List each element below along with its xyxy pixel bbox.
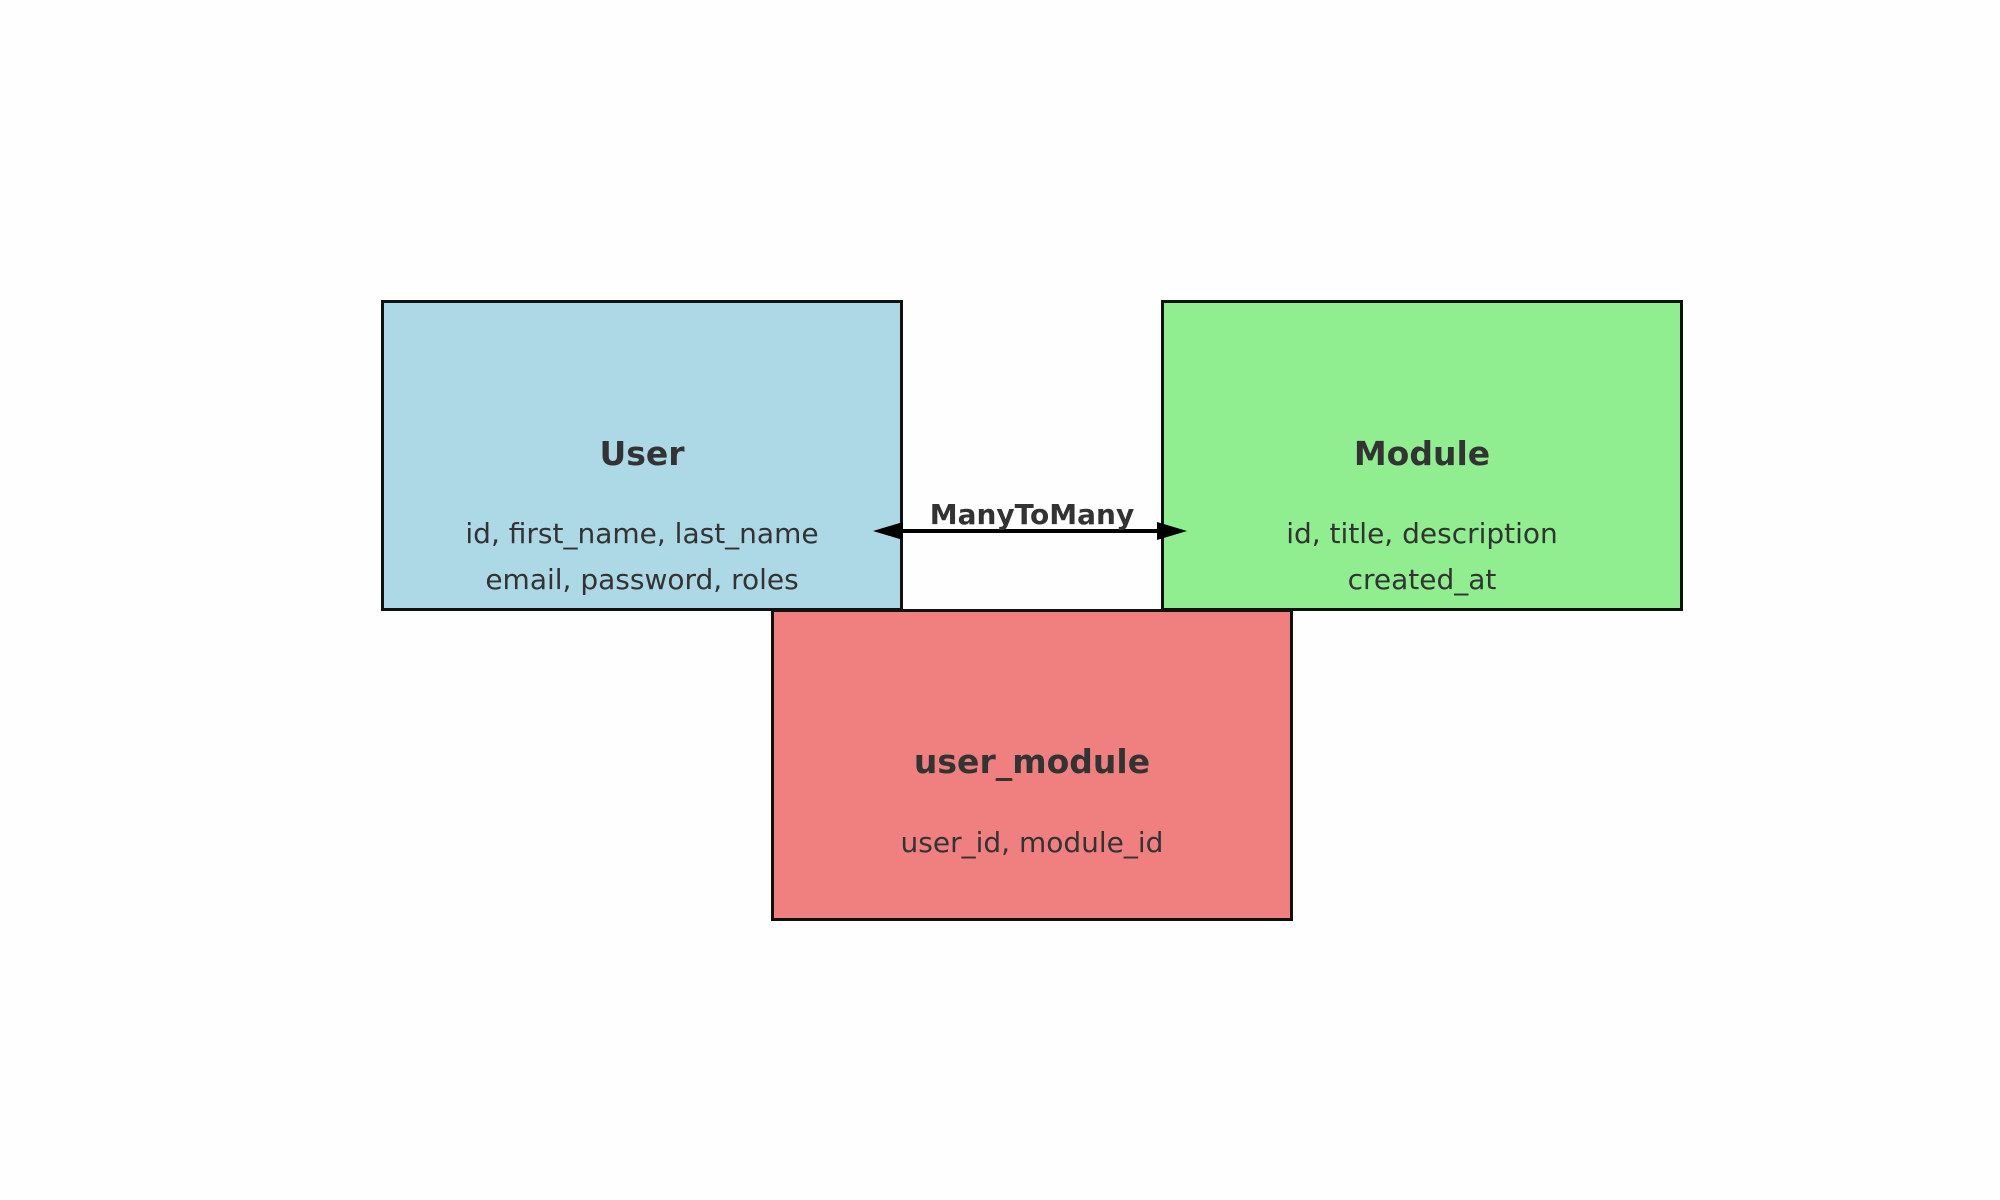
entity-module-field-line: created_at bbox=[1347, 563, 1497, 596]
entity-module-fields: id, title, description created_at bbox=[1164, 511, 1680, 603]
entity-user-field-line: id, first_name, last_name bbox=[465, 517, 819, 550]
relationship-label: ManyToMany bbox=[929, 498, 1135, 531]
entity-user-module-title: user_module bbox=[913, 742, 1151, 781]
entity-module-title: Module bbox=[1353, 434, 1491, 473]
entity-user-module-fields: user_id, module_id bbox=[774, 820, 1290, 866]
entity-user-fields: id, first_name, last_name email, passwor… bbox=[384, 511, 900, 603]
entity-user-module: user_module user_id, module_id bbox=[771, 609, 1293, 921]
entity-user: User id, first_name, last_name email, pa… bbox=[381, 300, 903, 611]
entity-user-title: User bbox=[599, 434, 685, 473]
entity-user-module-field-line: user_id, module_id bbox=[900, 826, 1164, 859]
entity-module: Module id, title, description created_at bbox=[1161, 300, 1683, 611]
entity-module-field-line: id, title, description bbox=[1286, 517, 1558, 550]
entity-user-field-line: email, password, roles bbox=[485, 563, 799, 596]
